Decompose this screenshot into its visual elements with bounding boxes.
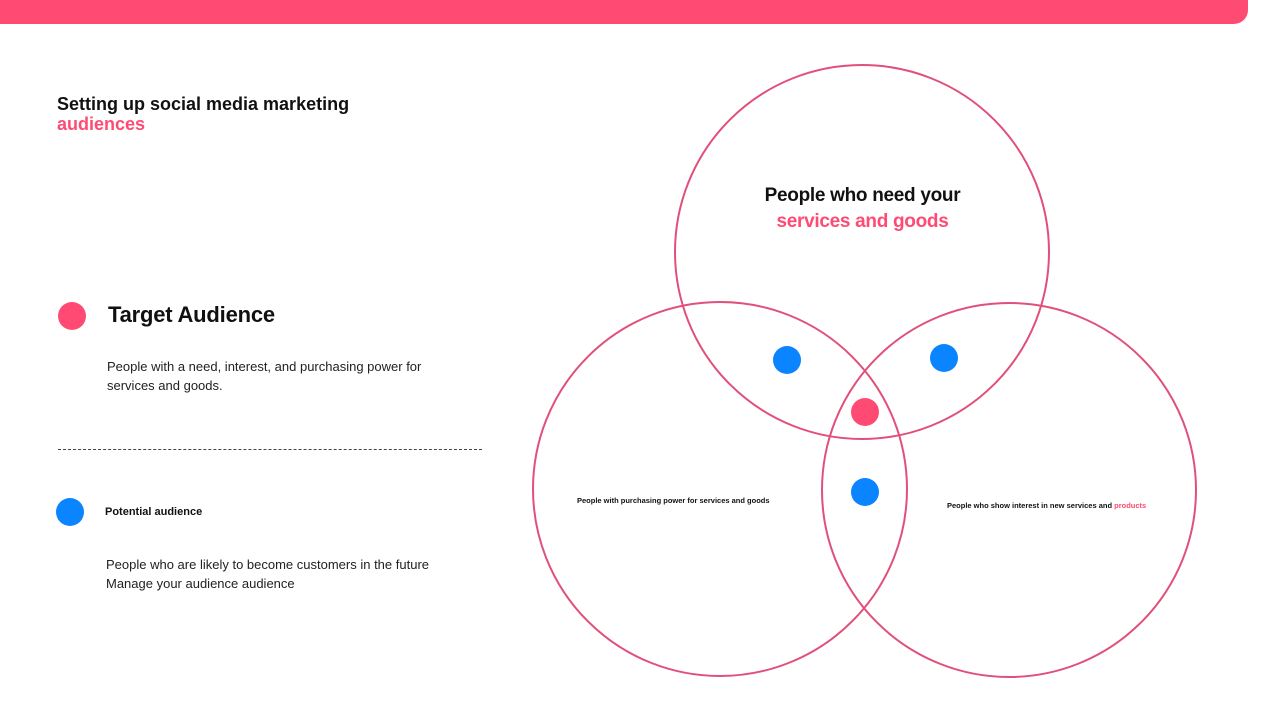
target-dot-center <box>851 398 879 426</box>
circle-need <box>674 64 1050 440</box>
circle-purchasing-power <box>532 301 908 677</box>
top-accent-bar <box>0 0 1248 24</box>
legend-divider <box>58 449 482 450</box>
circle-purchasing-power-label: People with purchasing power for service… <box>577 496 770 505</box>
potential-audience-title: Potential audience <box>105 506 203 518</box>
heading-line2-accent: audiences <box>57 114 146 134</box>
target-audience-title: Target Audience <box>108 302 275 327</box>
slide-heading: Setting up social media marketing audien… <box>57 94 349 134</box>
potential-dot-power-interest <box>851 478 879 506</box>
potential-dot-need-interest <box>930 344 958 372</box>
circle-need-label: People who need your services and goods <box>700 183 1025 235</box>
circle-need-label-line2: services and goods <box>776 211 949 232</box>
potential-audience-description: People who are likely to become customer… <box>106 555 429 593</box>
target-audience-description: People with a need, interest, and purcha… <box>107 357 421 395</box>
circle-interest-label-text: People who show interest in new services… <box>947 501 1115 510</box>
target-desc-line1: People with a need, interest, and purcha… <box>107 359 422 374</box>
potential-desc-line1: People who are likely to become customer… <box>106 557 430 572</box>
circle-interest-label-accent: products <box>1114 501 1147 510</box>
target-audience-dot <box>58 302 86 330</box>
potential-audience-dot <box>56 498 84 526</box>
potential-desc-line2: Manage your audience audience <box>106 576 295 591</box>
heading-line1: Setting up social media marketing <box>57 94 350 114</box>
potential-dot-need-power <box>773 346 801 374</box>
circle-need-label-line1: People who need your <box>764 185 961 206</box>
circle-interest <box>821 302 1197 678</box>
target-desc-line2: services and goods. <box>107 378 223 393</box>
circle-interest-label: People who show interest in new services… <box>947 501 1146 510</box>
